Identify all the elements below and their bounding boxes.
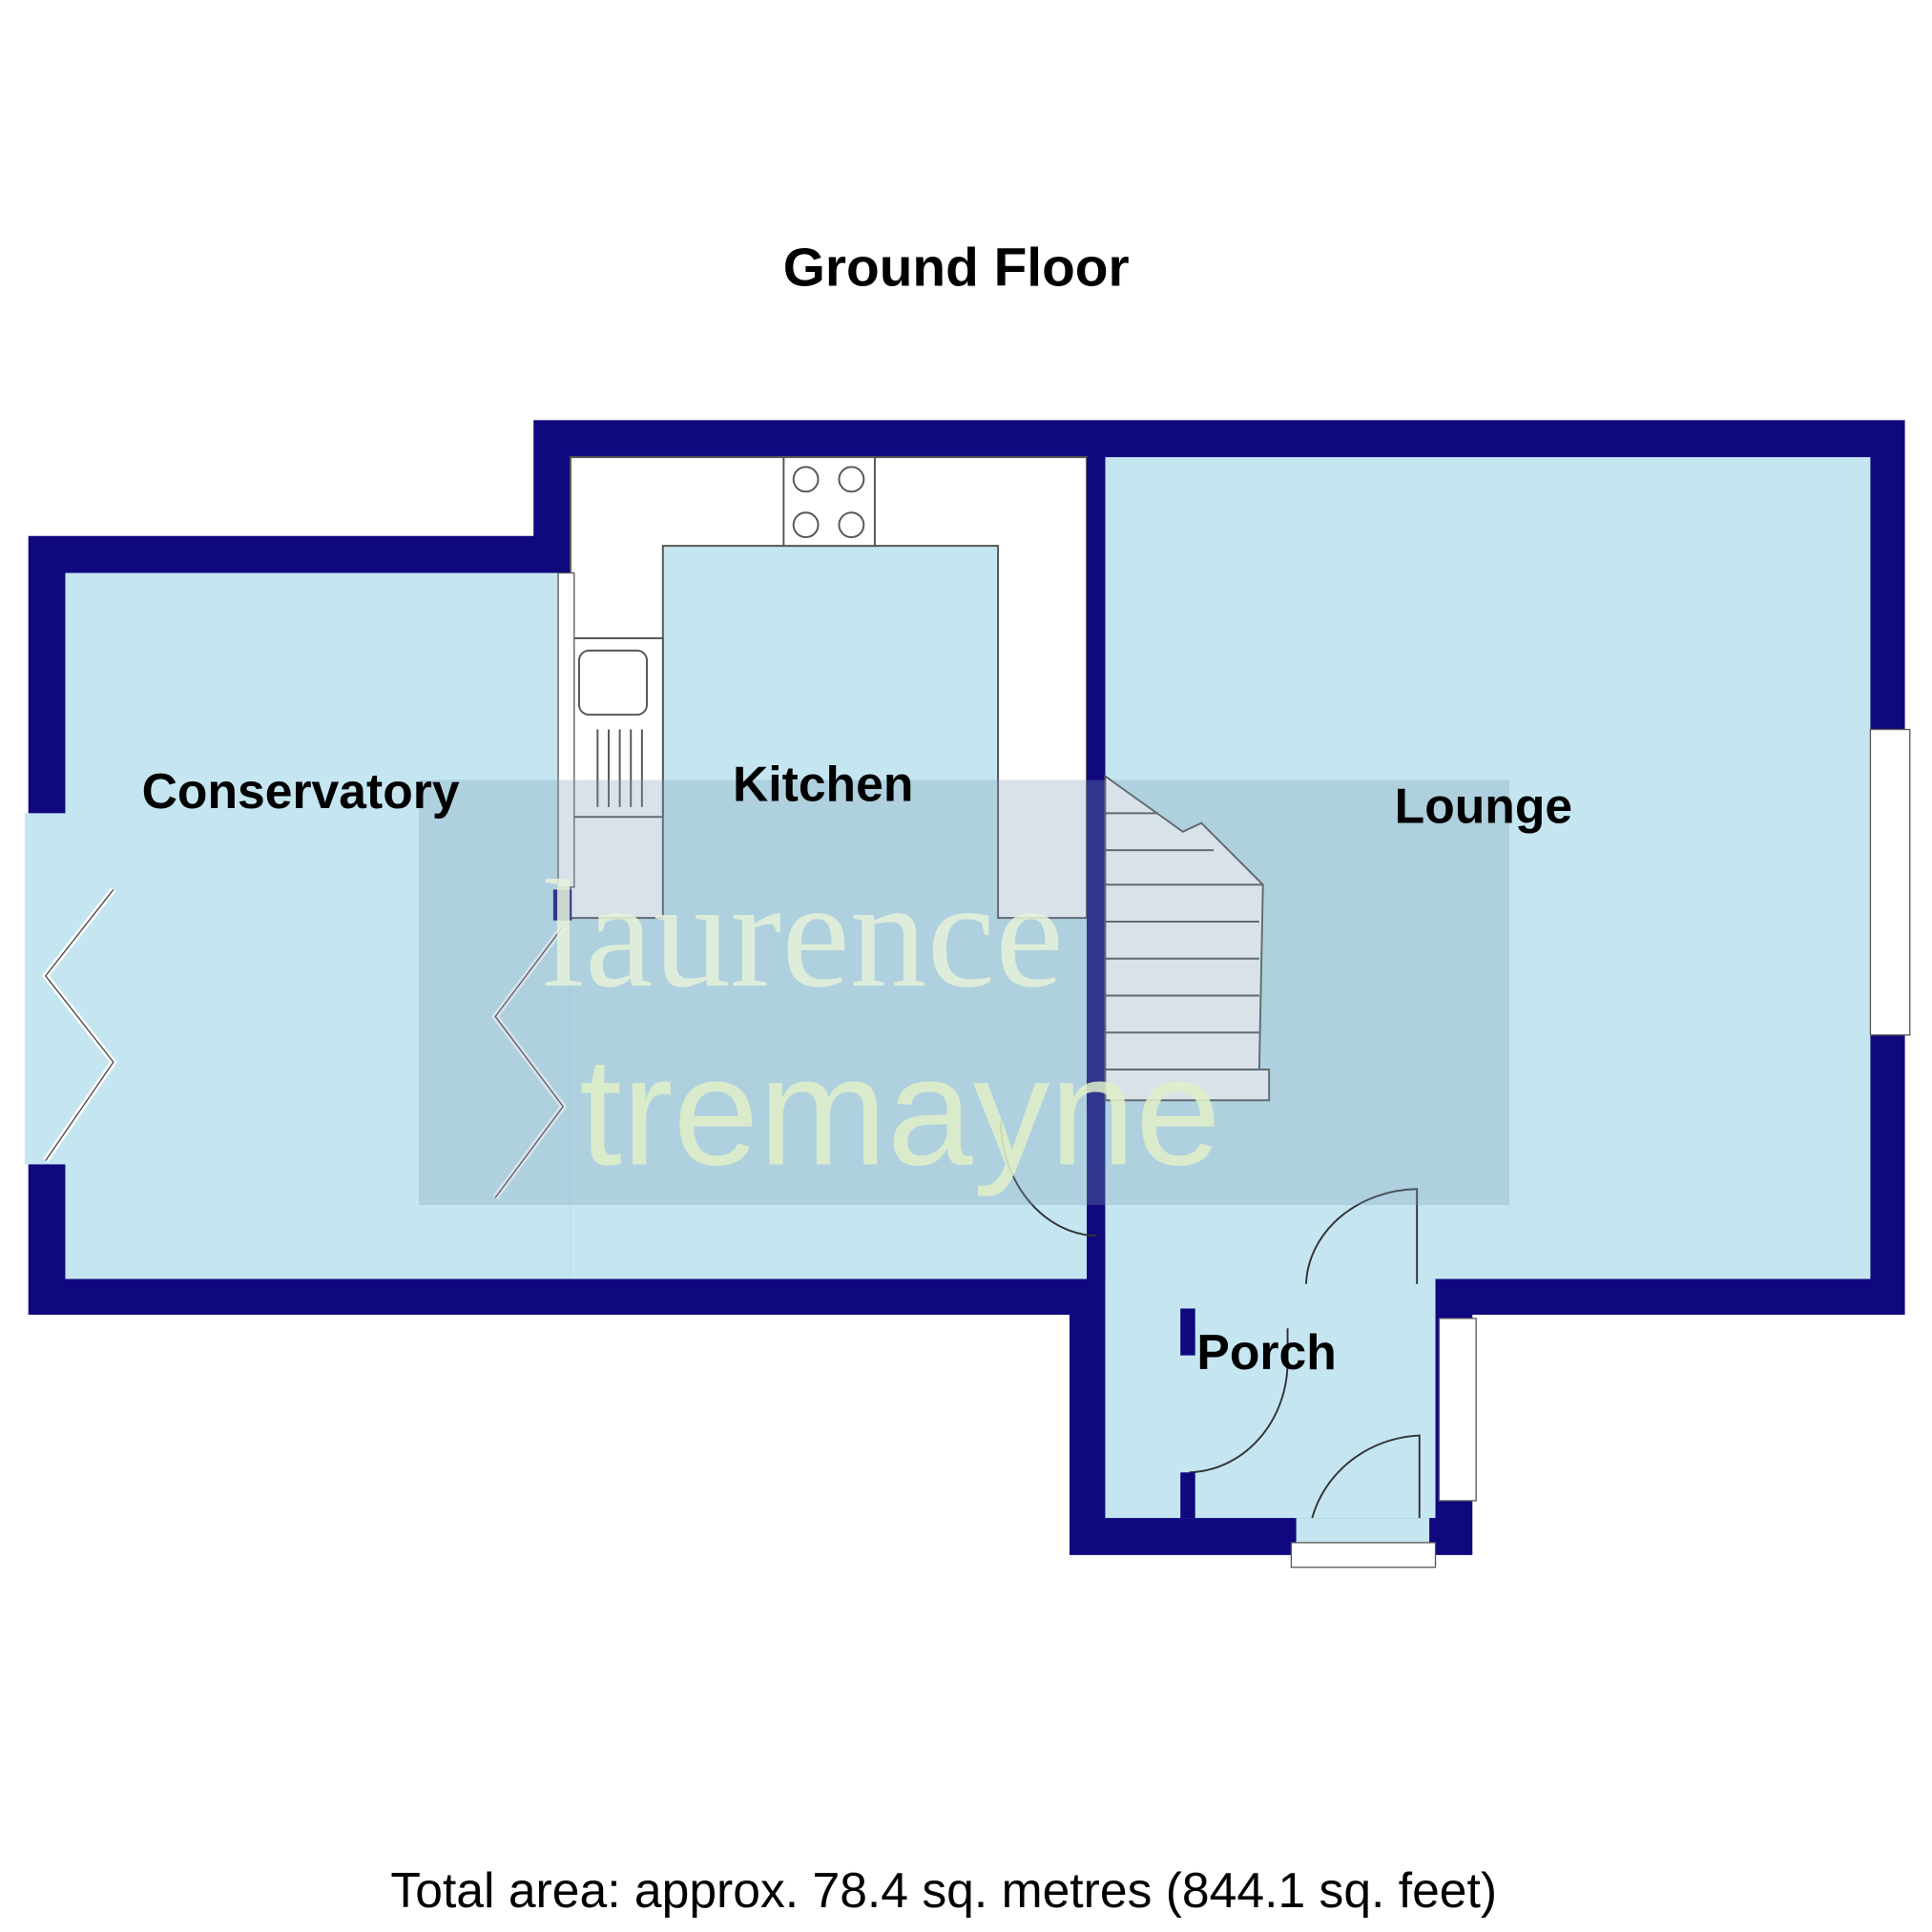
watermark-line2: tremayne bbox=[579, 1026, 1221, 1197]
room-label-conservatory: Conservatory bbox=[142, 763, 460, 819]
hob-icon bbox=[782, 456, 876, 548]
room-label-lounge: Lounge bbox=[1395, 779, 1572, 834]
porch-floor bbox=[1105, 1278, 1436, 1519]
total-area: Total area: approx. 78.4 sq. metres (844… bbox=[390, 1862, 1497, 1918]
lounge-window bbox=[1869, 728, 1911, 1036]
floor-title: Ground Floor bbox=[783, 239, 1130, 299]
watermark-line1: laurence bbox=[542, 848, 1064, 1019]
staircase-icon bbox=[1104, 774, 1271, 1102]
internal-wall bbox=[1087, 457, 1106, 1111]
porch-window bbox=[1438, 1318, 1477, 1502]
wall-stub bbox=[1180, 1472, 1195, 1519]
bifold-opening bbox=[24, 813, 70, 1165]
room-label-porch: Porch bbox=[1196, 1324, 1336, 1380]
conservatory-floor bbox=[65, 572, 571, 1279]
bifold-door-outline bbox=[44, 889, 565, 1198]
wall-stub bbox=[552, 889, 572, 921]
watermark-box bbox=[419, 779, 1510, 1206]
porch-opening bbox=[1299, 1275, 1430, 1319]
door-swing-icon bbox=[999, 1121, 1421, 1541]
internal-wall bbox=[1087, 1235, 1106, 1279]
internal-window bbox=[557, 571, 575, 888]
door-step bbox=[1290, 1542, 1437, 1568]
wall-stub bbox=[1180, 1308, 1195, 1356]
room-label-kitchen: Kitchen bbox=[733, 756, 913, 811]
